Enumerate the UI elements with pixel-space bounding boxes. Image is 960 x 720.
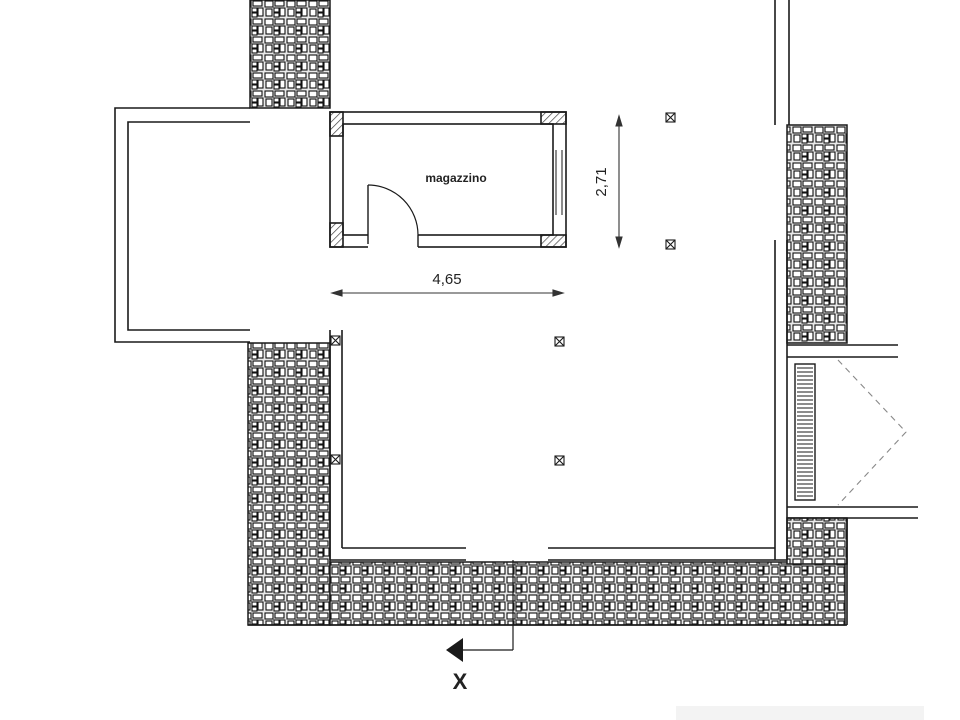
dimension-height bbox=[615, 114, 623, 249]
pillar-marker bbox=[554, 336, 565, 347]
pillar-markers bbox=[330, 112, 676, 466]
dimension-height-label: 2,71 bbox=[593, 167, 610, 196]
pillar-marker bbox=[330, 335, 341, 346]
room-label: magazzino bbox=[425, 171, 486, 185]
interior-walls bbox=[114, 0, 848, 626]
pillar-marker bbox=[554, 455, 565, 466]
pillar-marker bbox=[330, 454, 341, 465]
stone-wall-bottom bbox=[329, 561, 846, 626]
dimension-width-label: 4,65 bbox=[432, 271, 461, 288]
storage-room bbox=[329, 111, 567, 248]
staircase bbox=[787, 344, 918, 519]
stone-wall-top-left bbox=[249, 0, 331, 109]
section-marker-arrow bbox=[446, 560, 514, 662]
stone-wall-left-lower bbox=[247, 342, 331, 626]
scan-edge bbox=[676, 706, 924, 720]
stone-wall-right-lower bbox=[786, 517, 848, 565]
pillar-marker bbox=[665, 112, 676, 123]
stone-wall-right-upper bbox=[786, 124, 848, 344]
dimension-width bbox=[330, 289, 565, 297]
pillar-marker bbox=[665, 239, 676, 250]
stone-walls bbox=[247, 0, 848, 626]
section-marker-label: X bbox=[453, 669, 468, 694]
